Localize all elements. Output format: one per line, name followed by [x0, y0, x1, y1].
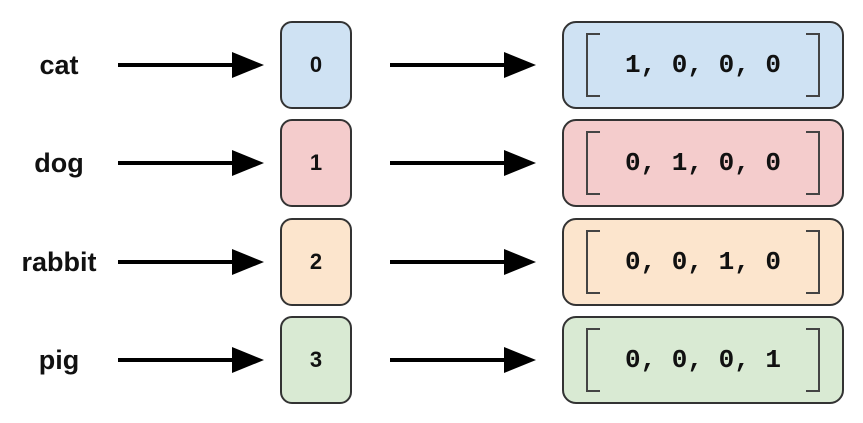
arrow-right-icon [390, 51, 536, 79]
index-box: 2 [280, 218, 352, 306]
right-bracket [806, 230, 820, 294]
mapping-row-rabbit: rabbit 2 0, 0, 1, 0 [0, 218, 863, 306]
one-hot-vector: 1, 0, 0, 0 [624, 50, 782, 80]
index-box: 1 [280, 119, 352, 207]
one-hot-vector-box: 0, 0, 0, 1 [562, 316, 844, 404]
arrow-right-icon [390, 346, 536, 374]
one-hot-vector: 0, 0, 1, 0 [624, 247, 782, 277]
arrow-right-icon [118, 346, 264, 374]
right-bracket [806, 131, 820, 195]
one-hot-vector-box: 1, 0, 0, 0 [562, 21, 844, 109]
mapping-row-pig: pig 3 0, 0, 0, 1 [0, 316, 863, 404]
one-hot-vector: 0, 0, 0, 1 [624, 345, 782, 375]
one-hot-vector-box: 0, 1, 0, 0 [562, 119, 844, 207]
mapping-row-cat: cat 0 1, 0, 0, 0 [0, 21, 863, 109]
left-bracket [586, 230, 600, 294]
one-hot-vector: 0, 1, 0, 0 [624, 148, 782, 178]
right-bracket [806, 33, 820, 97]
arrow-right-icon [390, 248, 536, 276]
category-word: cat [39, 50, 79, 80]
right-bracket [806, 328, 820, 392]
left-bracket [586, 328, 600, 392]
category-word: rabbit [21, 247, 97, 277]
arrow-right-icon [118, 51, 264, 79]
category-word: dog [34, 148, 84, 178]
index-box: 3 [280, 316, 352, 404]
index-box: 0 [280, 21, 352, 109]
arrow-right-icon [118, 248, 264, 276]
left-bracket [586, 131, 600, 195]
category-word: pig [38, 345, 80, 375]
one-hot-vector-box: 0, 0, 1, 0 [562, 218, 844, 306]
mapping-row-dog: dog 1 0, 1, 0, 0 [0, 119, 863, 207]
left-bracket [586, 33, 600, 97]
arrow-right-icon [118, 149, 264, 177]
arrow-right-icon [390, 149, 536, 177]
